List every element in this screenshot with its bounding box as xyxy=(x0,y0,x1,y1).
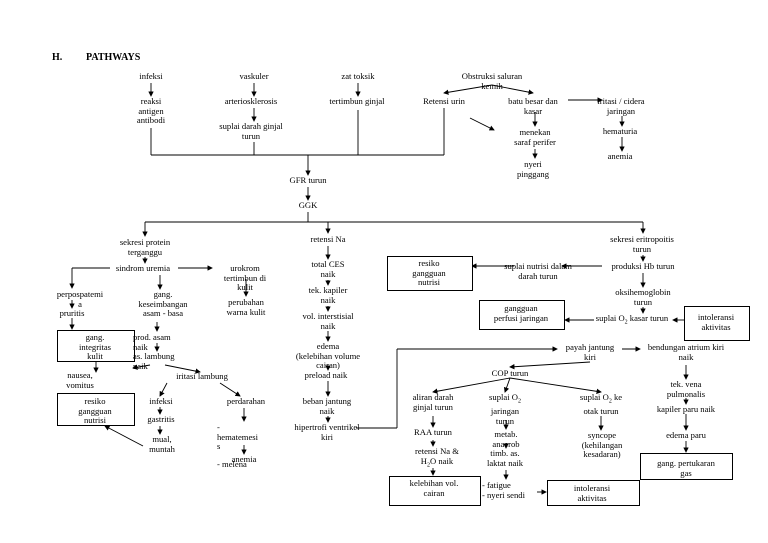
node-preload: preload naik xyxy=(304,370,348,380)
node-obstruksi: Obstruksi saluran kemih xyxy=(461,71,523,91)
section-number: H. xyxy=(52,52,63,63)
node-arteriosklerosis: arteriosklerosis xyxy=(224,96,278,106)
arrow xyxy=(432,377,511,394)
node-timb-as-laktat: timb. as. laktat naik xyxy=(486,448,524,468)
node-prod-asam: prod. asam naik xyxy=(133,332,171,352)
intoleransi-box-2 xyxy=(547,480,640,506)
node-beban-jantung: beban jantung naik xyxy=(302,396,352,416)
node-kelebihan-vol: kelebihan vol. cairan xyxy=(409,478,459,498)
node-batu-besar: batu besar dan kasar xyxy=(508,96,558,116)
node-resiko-nutrisi-2: resiko gangguan nutrisi xyxy=(78,396,112,425)
intoleransi-box-1 xyxy=(684,306,750,341)
arrow xyxy=(509,377,602,394)
node-edema-paru: edema paru xyxy=(666,430,706,440)
node-fatigue-nyeri: - fatigue - nyeri sendi xyxy=(482,480,525,500)
node-tek-vena: tek. vena pulmonalis xyxy=(666,379,706,399)
node-retensi-na: retensi Na xyxy=(310,234,346,244)
resiko-nutrisi-box-2 xyxy=(57,393,135,426)
node-retensi-urin: Retensi urin xyxy=(423,96,465,106)
node-perdarahan: perdarahan xyxy=(226,396,266,406)
node-mual-muntah: mual, muntah xyxy=(149,434,175,454)
node-gang-asam-basa: gang. keseimbangan asam - basa xyxy=(138,289,188,318)
node-melena: - melena xyxy=(217,459,247,469)
node-infeksi-2: infeksi xyxy=(149,396,173,406)
node-kapiler-paru: kapiler paru naik xyxy=(656,404,716,414)
node-syncope: syncope (kehilangan kesadaran) xyxy=(581,430,623,459)
node-reaksi-antigen: reaksi antigen antibodi xyxy=(136,96,166,125)
node-sekresi-eritropoitis: sekresi eritropoitis turun xyxy=(610,234,674,254)
node-suplai-o2-kasar: suplai O2 kasar turun xyxy=(595,313,669,326)
node-infeksi: infeksi xyxy=(139,71,163,81)
arrow xyxy=(509,361,591,370)
node-hipertrofi: hipertrofi ventrikel kiri xyxy=(294,422,360,442)
node-hematuria: hematuria xyxy=(602,126,638,136)
node-oksihemoglobin: oksihemoglobin turun xyxy=(615,287,671,307)
node-perpospatemia: perpospatemi a xyxy=(56,289,104,309)
node-iritasi-cidera: iritasi / cidera jaringan xyxy=(597,96,645,116)
node-tek-kapiler: tek. kapiler naik xyxy=(308,285,348,305)
node-zat-toksik: zat toksik xyxy=(341,71,375,81)
node-gang-pertukaran: gang. pertukaran gas xyxy=(657,458,715,478)
node-edema: edema (kelebihan volume cairan) xyxy=(295,341,361,370)
node-metab-anaerob: metab. anaerob xyxy=(492,429,520,449)
node-sekresi-protein: sekresi protein terganggu xyxy=(119,237,171,257)
node-suplai-nutrisi: suplai nutrisi dalam darah turun xyxy=(504,261,572,281)
node-payah-jantung: payah jantung kiri xyxy=(565,342,615,362)
arrow xyxy=(132,364,151,370)
node-suplai-darah-ginjal: suplai darah ginjal turun xyxy=(219,121,283,141)
node-urokrom: urokrom tertimbun di kulit xyxy=(223,263,267,292)
node-resiko-nutrisi-1: resiko gangguan nutrisi xyxy=(412,258,446,287)
arrow xyxy=(104,425,144,447)
node-tertimbun-ginjal: tertimbun ginjal xyxy=(329,96,385,106)
gang-pertukaran-box xyxy=(640,453,733,480)
node-aliran-darah-ginjal: aliran darah ginjal turun xyxy=(412,392,454,412)
node-hematemesis: - hematemesi s xyxy=(217,422,259,451)
node-anemia-2: anemia xyxy=(231,454,257,464)
node-sindrom-uremia: sindrom uremia xyxy=(115,263,171,273)
node-intoleransi-1: intoleransi aktivitas xyxy=(697,312,735,332)
node-nausea: nausea, vomitus xyxy=(66,370,94,390)
node-ggk: GGK xyxy=(298,200,318,210)
arrow xyxy=(159,382,168,397)
node-intoleransi-2: intoleransi aktivitas xyxy=(573,483,611,503)
node-iritasi-lambung: iritasi lambung xyxy=(176,371,228,381)
node-produksi-hb: produksi Hb turun xyxy=(611,261,675,271)
resiko-nutrisi-box-1 xyxy=(387,256,473,291)
arrow xyxy=(443,84,493,95)
node-suplai-o2-otak: suplai O2 ke otak turun xyxy=(579,392,623,417)
node-raa-turun: RAA turun xyxy=(414,427,452,437)
arrow xyxy=(469,117,495,131)
node-anemia-top: anemia xyxy=(607,151,633,161)
node-menekan-saraf: menekan saraf perifer xyxy=(514,127,556,147)
arrow xyxy=(491,84,534,95)
node-bendungan-atrium: bendungan atrium kiri naik xyxy=(647,342,725,362)
section-title: PATHWAYS xyxy=(86,52,141,63)
node-total-ces: total CES naik xyxy=(311,259,345,279)
node-pruritis: pruritis xyxy=(59,308,85,318)
arrow xyxy=(164,364,201,374)
gangguan-perfusi-box xyxy=(479,300,565,330)
arrow xyxy=(503,377,511,393)
node-gfr-turun: GFR turun xyxy=(289,175,327,185)
node-gang-kulit: gang. integritas kulit xyxy=(79,332,111,361)
node-retensi-na-h2o: retensi Na & H2O naik xyxy=(415,446,459,469)
node-perubahan-warna: perubahan warna kulit xyxy=(226,297,266,317)
node-gangguan-perfusi: gangguan perfusi jaringan xyxy=(493,303,549,323)
node-vol-interstisial: vol. interstisial naik xyxy=(302,311,354,331)
kelebihan-vol-box xyxy=(389,476,481,506)
node-as-lambung: as. lambung naik xyxy=(133,351,175,371)
gang-kulit-box xyxy=(57,330,135,362)
node-cop-turun: COP turun xyxy=(491,368,529,378)
arrow xyxy=(219,382,241,397)
node-nyeri-pinggang: nyeri pinggang xyxy=(517,159,549,179)
node-suplai-o2-jaringan: suplai O2 jaringan turun xyxy=(489,392,521,426)
node-vaskuler: vaskuler xyxy=(239,71,269,81)
node-gastritis: gastritis xyxy=(147,414,175,424)
